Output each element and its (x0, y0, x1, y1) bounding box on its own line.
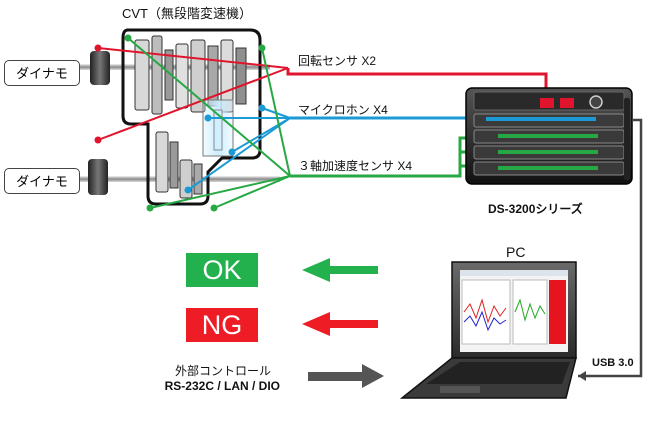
pc-laptop (399, 261, 577, 399)
external-control-arrow (308, 364, 384, 388)
rotation-port (540, 98, 554, 108)
microphone-label: マイクロホン X4 (298, 103, 388, 117)
lower-flywheel (88, 159, 108, 195)
cvt-mechanism (80, 28, 280, 206)
accel-port-row-3 (498, 166, 598, 170)
dynamo-upper: ダイナモ (4, 60, 80, 86)
ok-arrow (302, 258, 378, 282)
ng-arrow (302, 312, 378, 336)
usb-arrowhead (578, 371, 586, 381)
pc-label: PC (506, 244, 526, 260)
usb-cable (578, 118, 643, 378)
waveform-panel-1 (461, 279, 511, 345)
cvt-title: CVT（無段階変速機） (122, 6, 253, 21)
device-name: DS-3200シリーズ (488, 202, 583, 216)
accelerometer-label: ３軸加速度センサ X4 (298, 159, 413, 173)
accel-port-row-2 (498, 150, 598, 154)
usb-label: USB 3.0 (592, 357, 634, 369)
gear-train (155, 131, 203, 199)
upper-shaft (80, 64, 270, 70)
ok-badge: OK (186, 253, 258, 287)
ng-badge: NG (186, 308, 258, 342)
power-button (589, 95, 603, 109)
waveform-panel-2 (512, 279, 548, 345)
external-control-protocols: RS-232C / LAN / DIO (164, 379, 280, 393)
accel-port-row-1 (498, 134, 598, 138)
cvt-housing (121, 28, 262, 206)
dynamo-lower: ダイナモ (4, 168, 80, 194)
ng-indicator-panel (549, 280, 566, 344)
accelerometer-lines (127, 37, 291, 209)
upper-flywheel (90, 51, 110, 85)
rotation-sensor-lines (97, 47, 289, 141)
microphone-port-row (486, 117, 596, 121)
rotation-port-2 (560, 98, 574, 108)
rotation-sensor-label: 回転センサ X2 (298, 54, 377, 68)
ds3200-device (465, 87, 633, 185)
external-control-label: 外部コントロール (174, 364, 271, 378)
sensor-points (94, 34, 266, 212)
